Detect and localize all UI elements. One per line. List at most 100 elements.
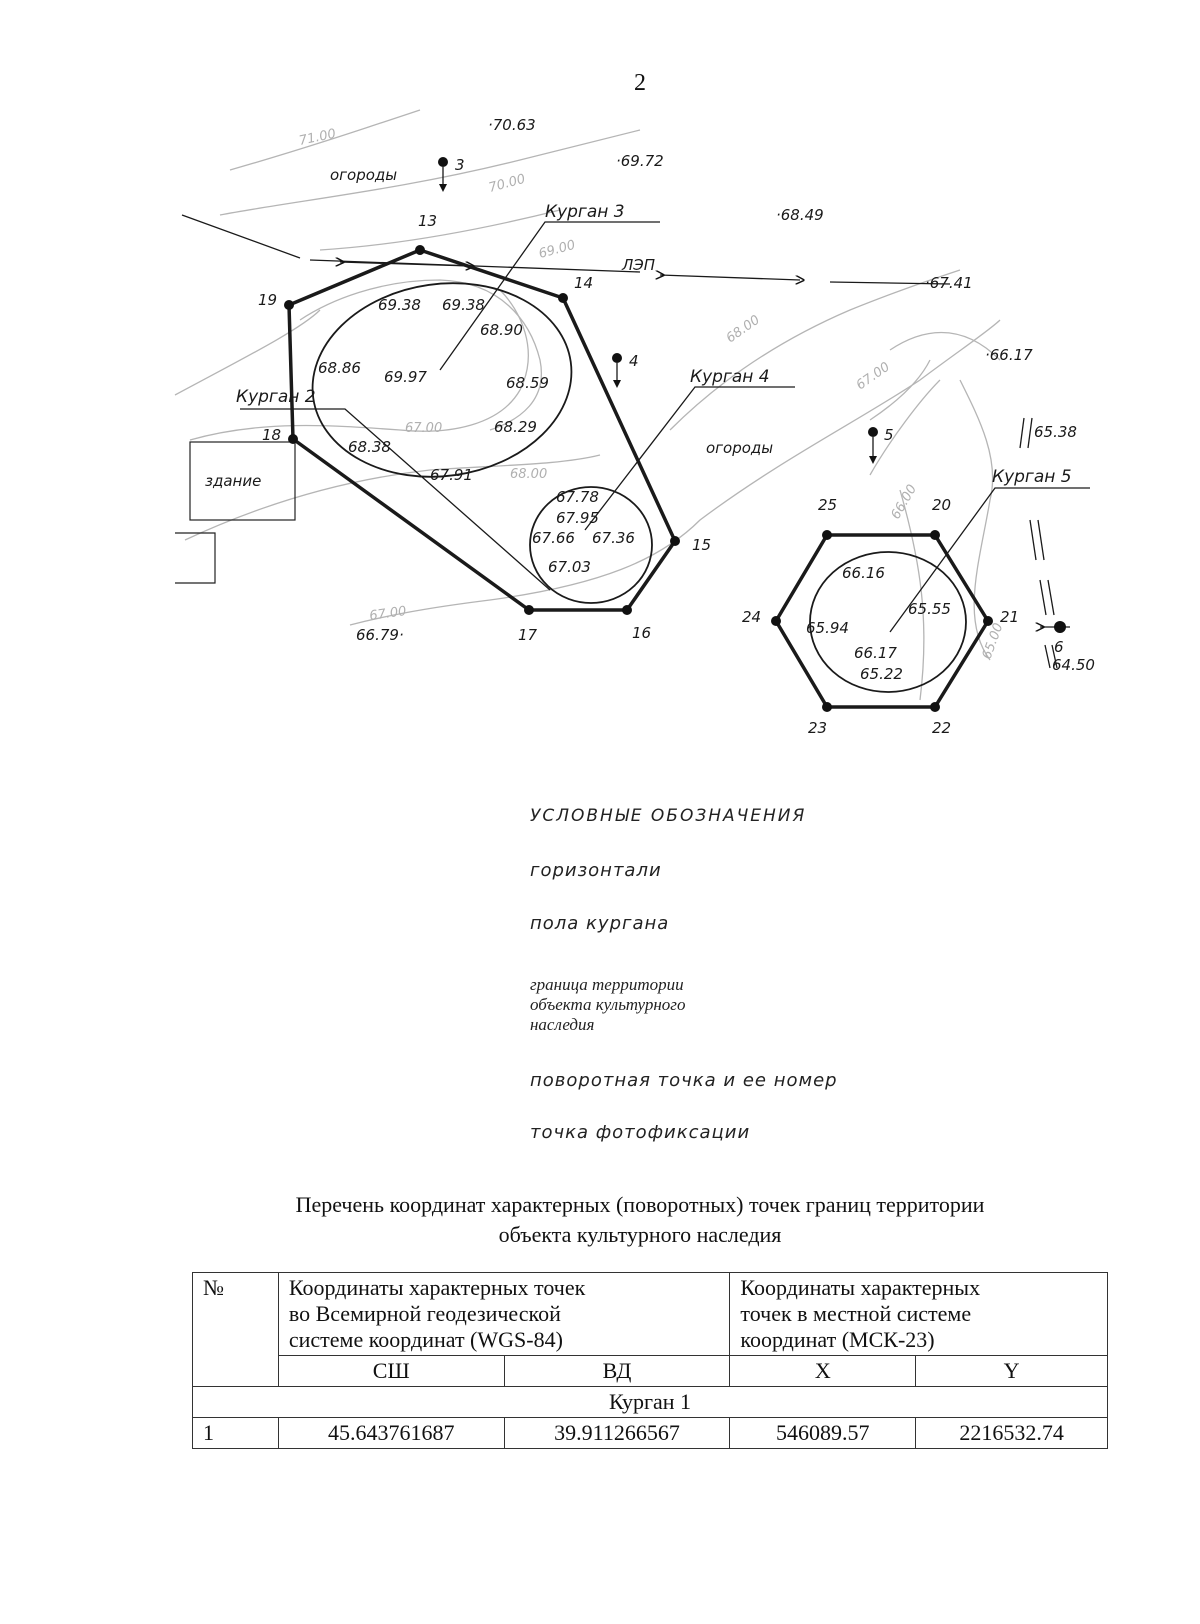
power-line: ЛЭП [309,256,951,284]
sub-header-e: ВД [503,1355,731,1387]
cell-y: 2216532.74 [915,1417,1108,1449]
legend-vertex: поворотная точка и ее номер [530,1070,838,1091]
svg-text:67.78: 67.78 [556,488,599,506]
svg-text:68.59: 68.59 [506,374,549,392]
cell-latitude: 45.643761687 [277,1417,505,1449]
svg-text:64.50: 64.50 [1052,656,1095,674]
svg-text:22: 22 [932,719,951,737]
svg-text:68.29: 68.29 [494,418,537,436]
cell-longitude: 39.911266567 [503,1417,731,1449]
power-line-label: ЛЭП [621,256,655,274]
svg-text:65.94: 65.94 [806,619,849,637]
svg-text:14: 14 [574,274,593,292]
contour-label: 66.00 [888,482,920,522]
photo-point-3: 3 [438,156,465,192]
svg-text:68.38: 68.38 [348,438,391,456]
leader-lines [240,221,1090,669]
svg-text:69.38: 69.38 [378,296,421,314]
group-label: Курган 1 [192,1386,1108,1418]
svg-text:16: 16 [632,624,651,642]
legend-mound-base: пола кургана [530,913,670,934]
svg-text:21: 21 [1000,608,1019,626]
contour-lines [174,109,1001,701]
svg-text:·69.72: ·69.72 [616,152,664,170]
svg-text:66.79·: 66.79· [356,626,404,644]
contour-label: 68.00 [724,313,763,347]
table-subheader-row: СШ ВД X Y [193,1355,1108,1387]
elevation-marks: ·70.63 ·69.72 ·68.49 ·67.41 ·66.17 65.38… [318,116,1095,683]
mound-kurgan-3 [311,282,573,478]
contour-labels: 71.00 70.00 69.00 68.00 67.00 67.00 68.0… [298,127,1007,662]
gardens-label: огороды [706,439,773,457]
contour-label: 69.00 [537,238,577,262]
svg-text:18: 18 [262,426,281,444]
table-header-row: № Координаты характерных точек во Всемир… [192,1272,1108,1387]
sub-header-n: СШ [277,1355,505,1387]
contour-label: 67.00 [854,360,893,394]
contour-label: 70.00 [487,172,527,196]
legend-title: УСЛОВНЫЕ ОБОЗНАЧЕНИЯ [530,806,807,826]
svg-text:69.38: 69.38 [442,296,485,314]
svg-text:·66.17: ·66.17 [985,346,1033,364]
building: здание [175,441,296,584]
mound-kurgan-5 [809,551,967,693]
cell-x: 546089.57 [729,1417,917,1449]
svg-text:65.38: 65.38 [1034,423,1077,441]
contour-label: 71.00 [298,127,338,149]
photo-point-4: 4 [612,352,639,388]
kurgan-3-label: Курган 3 [545,202,625,222]
boundary-kurgans-2-4 [287,248,677,612]
wgs-header: Координаты характерных точек во Всемирно… [277,1272,731,1356]
kurgan-2-label: Курган 2 [236,387,316,407]
sub-header-x: X [729,1355,917,1387]
cell-num: 1 [192,1417,279,1449]
photo-point-6: 6 [1054,621,1066,656]
mound-kurgan-4 [529,486,653,604]
contour-label: 68.00 [510,467,547,482]
svg-text:68.86: 68.86 [318,359,361,377]
map-labels: огороды огороды Курган 3 Курган 2 Курган… [236,166,1072,487]
gardens-label: огороды [330,166,397,184]
msk-header: Координаты характерных точек в местной с… [729,1272,1108,1356]
coordinates-table: № Координаты характерных точек во Всемир… [192,1272,1108,1449]
svg-text:6: 6 [1054,638,1064,656]
photo-point-5: 5 [868,426,894,464]
svg-text:19: 19 [258,291,277,309]
svg-text:65.22: 65.22 [860,665,903,683]
legend-photo: точка фотофиксации [530,1122,751,1143]
svg-text:15: 15 [692,536,711,554]
svg-text:·70.63: ·70.63 [488,116,536,134]
road-edge [181,214,301,259]
building-label: здание [205,472,261,490]
svg-text:66.17: 66.17 [854,644,897,662]
svg-text:67.66: 67.66 [532,529,575,547]
svg-text:68.90: 68.90 [480,321,523,339]
svg-text:24: 24 [742,608,761,626]
svg-text:17: 17 [518,626,538,644]
coordinates-caption: Перечень координат характерных (поворотн… [295,1192,985,1247]
svg-text:65.55: 65.55 [908,600,951,618]
point-numbers: 13 14 15 16 17 18 19 20 21 22 23 24 25 [258,212,1019,737]
kurgan-5-label: Курган 5 [992,467,1072,487]
svg-text:·67.41: ·67.41 [925,274,973,292]
svg-text:3: 3 [455,156,465,174]
svg-text:67.36: 67.36 [592,529,635,547]
contour-label: 67.00 [368,604,407,624]
svg-text:23: 23 [808,719,827,737]
sub-header-y: Y [915,1355,1108,1387]
svg-text:67.91: 67.91 [430,466,473,484]
svg-text:67.95: 67.95 [556,509,599,527]
site-plan: 71.00 70.00 69.00 68.00 67.00 67.00 68.0… [174,109,1095,737]
svg-text:67.03: 67.03 [548,558,591,576]
table-group-row: Курган 1 [192,1386,1108,1418]
col-number-header: № [192,1272,279,1387]
legend-contours: горизонтали [530,860,662,881]
svg-text:69.97: 69.97 [384,368,427,386]
boundary-vertices [284,245,680,615]
svg-text:4: 4 [629,352,639,370]
svg-text:5: 5 [884,426,894,444]
svg-text:25: 25 [818,496,837,514]
contour-label: 67.00 [405,421,442,436]
svg-text:20: 20 [932,496,951,514]
svg-text:13: 13 [418,212,437,230]
